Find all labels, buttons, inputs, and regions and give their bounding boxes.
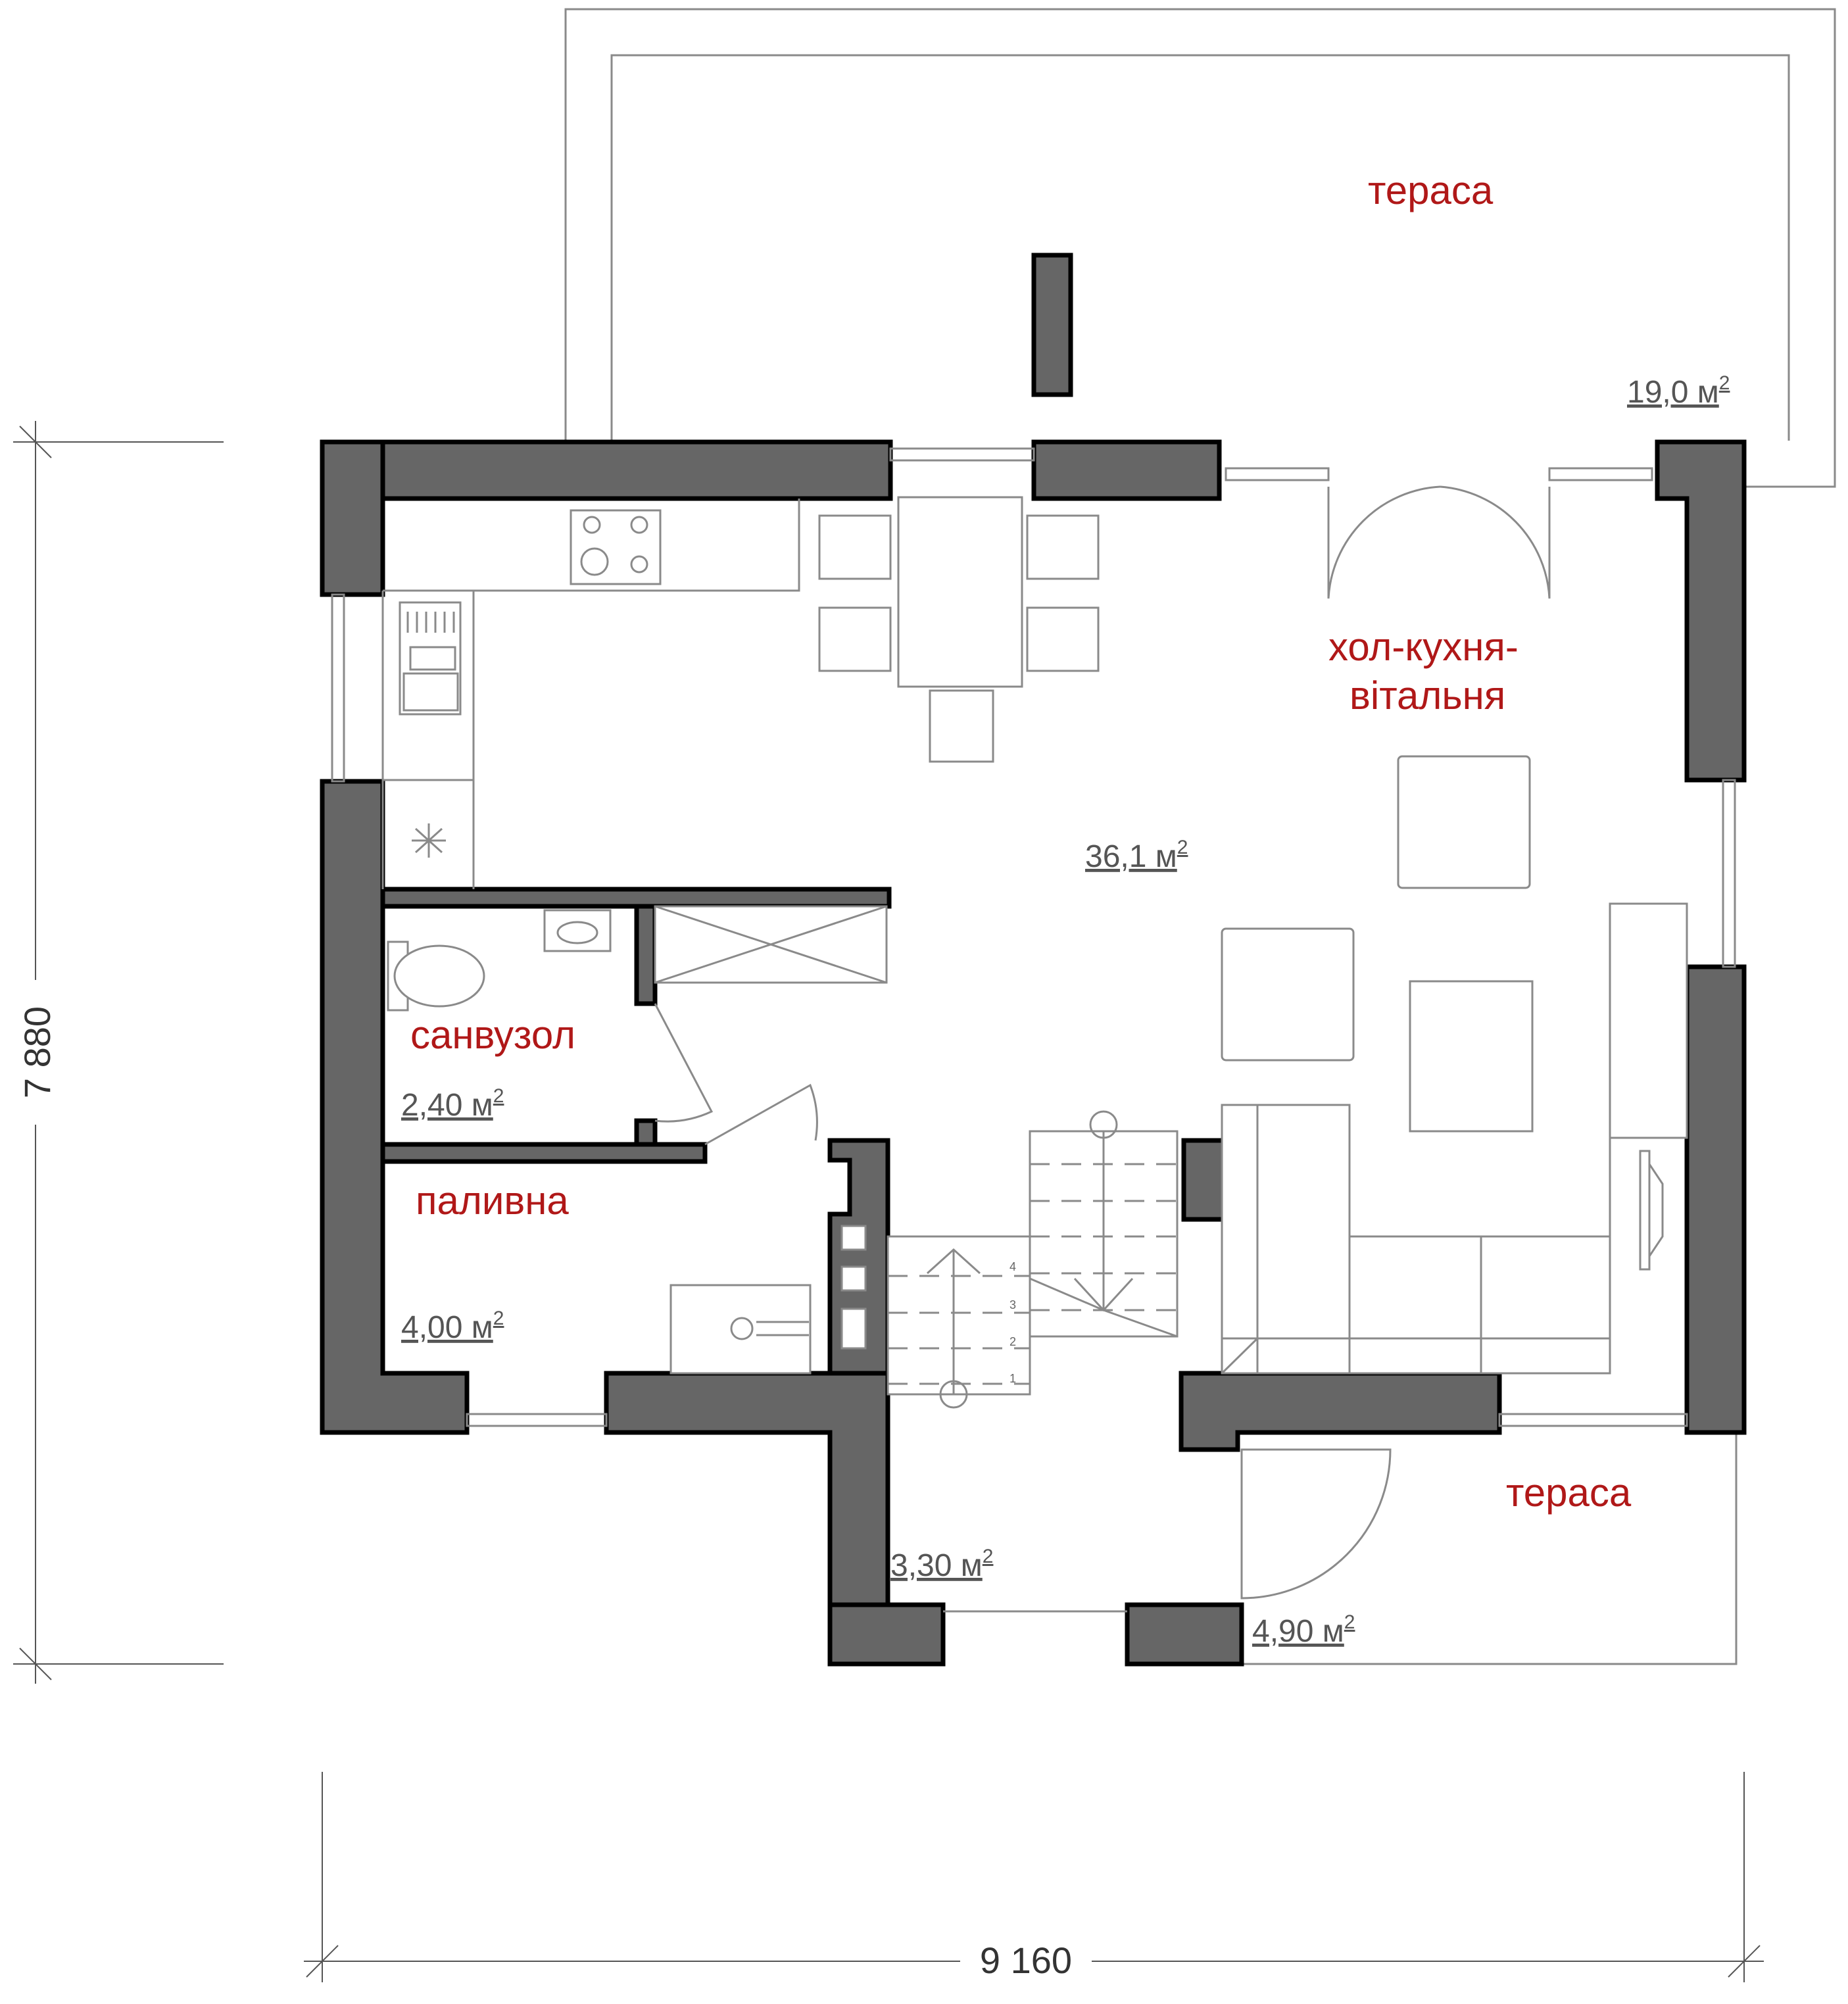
- area-living: 36,1 м2: [1085, 837, 1188, 874]
- doors: [654, 485, 1551, 1600]
- kitchen-sink: [399, 601, 462, 716]
- dimension-height-label: 7 880: [16, 1006, 58, 1098]
- toilet: [387, 941, 485, 1012]
- staircase: [887, 1110, 1179, 1409]
- stair-step-numbers: 1 2 3 4: [1009, 1260, 1016, 1385]
- area-terrace-bottom: 4,90 м2: [1252, 1611, 1355, 1649]
- room-name-boiler: паливна: [416, 1179, 569, 1223]
- windows: [331, 447, 1736, 1613]
- terrace-pillar: [1031, 253, 1073, 397]
- kitchen-counter: [381, 499, 800, 889]
- closet: [654, 905, 888, 984]
- area-entry: 3,30 м2: [890, 1546, 993, 1583]
- terrace-top-outline: [564, 8, 1836, 488]
- room-name-terrace-top: тераса: [1368, 168, 1494, 212]
- sofa: [1221, 1104, 1611, 1375]
- step-number: 1: [1009, 1372, 1016, 1385]
- terrace-bottom-outline: [1236, 1427, 1738, 1665]
- chimney-ducts: [840, 1225, 867, 1350]
- area-terrace-top: 19,0 м2: [1627, 372, 1730, 410]
- dimension-height: 7 880: [13, 421, 224, 1684]
- area-boiler: 4,00 м2: [401, 1307, 504, 1345]
- washbasin: [543, 909, 612, 952]
- dining-set: [818, 496, 1100, 763]
- step-number: 2: [1009, 1335, 1016, 1348]
- room-name-bathroom: санвузол: [410, 1013, 575, 1057]
- step-number: 4: [1009, 1260, 1016, 1273]
- room-name-living-line1: хол-кухня-: [1328, 625, 1519, 669]
- tv-icon: [1639, 1150, 1664, 1271]
- dimension-width: 9 160: [304, 1772, 1764, 1982]
- cooktop: [570, 509, 662, 585]
- living-furniture: [1221, 755, 1688, 1373]
- walls: [320, 439, 1747, 1667]
- room-name-terrace-bottom: тераса: [1506, 1471, 1632, 1515]
- boiler: [669, 1284, 812, 1375]
- room-name-living-line2: вітальня: [1350, 673, 1505, 718]
- step-number: 3: [1009, 1298, 1016, 1311]
- area-bathroom: 2,40 м2: [401, 1085, 504, 1123]
- dimension-width-label: 9 160: [980, 1940, 1072, 1981]
